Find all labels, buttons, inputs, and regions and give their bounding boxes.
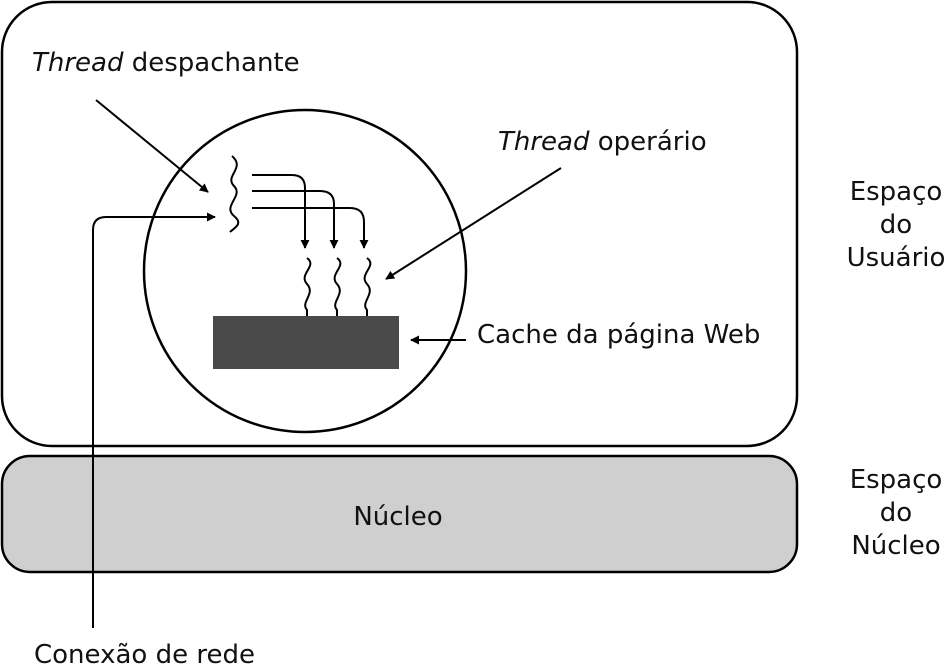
- kernel-space-label: Espaço do Núcleo: [850, 465, 943, 561]
- worker-thread-2: [333, 257, 342, 316]
- web-page-cache: [213, 316, 399, 369]
- dispatcher-thread: [229, 155, 240, 233]
- worker-thread-3: [363, 257, 372, 316]
- worker-pointer-arrow: [385, 167, 562, 280]
- dispatch-arrow-1: [252, 174, 310, 249]
- svg-text:Usuário: Usuário: [847, 243, 946, 273]
- worker-thread-label: Thread operário: [498, 127, 707, 157]
- svg-text:do: do: [880, 210, 912, 240]
- user-space-label: Espaço do Usuário: [847, 177, 946, 273]
- worker-thread-1: [303, 257, 312, 316]
- dispatch-arrow-3: [252, 207, 369, 249]
- cache-label: Cache da página Web: [477, 320, 760, 350]
- network-connection-label: Conexão de rede: [34, 640, 255, 668]
- svg-text:do: do: [880, 498, 912, 528]
- process-circle: [142, 108, 468, 434]
- dispatcher-thread-label: Thread despachante: [32, 48, 300, 78]
- svg-text:Núcleo: Núcleo: [851, 531, 940, 561]
- kernel-box: [0, 454, 799, 574]
- dispatcher-pointer-arrow: [95, 99, 209, 193]
- svg-text:Espaço: Espaço: [850, 177, 943, 207]
- dispatch-arrow-2: [252, 190, 339, 249]
- kernel-label: Núcleo: [353, 502, 442, 532]
- network-connection-line: [92, 212, 216, 628]
- svg-text:Espaço: Espaço: [850, 465, 943, 495]
